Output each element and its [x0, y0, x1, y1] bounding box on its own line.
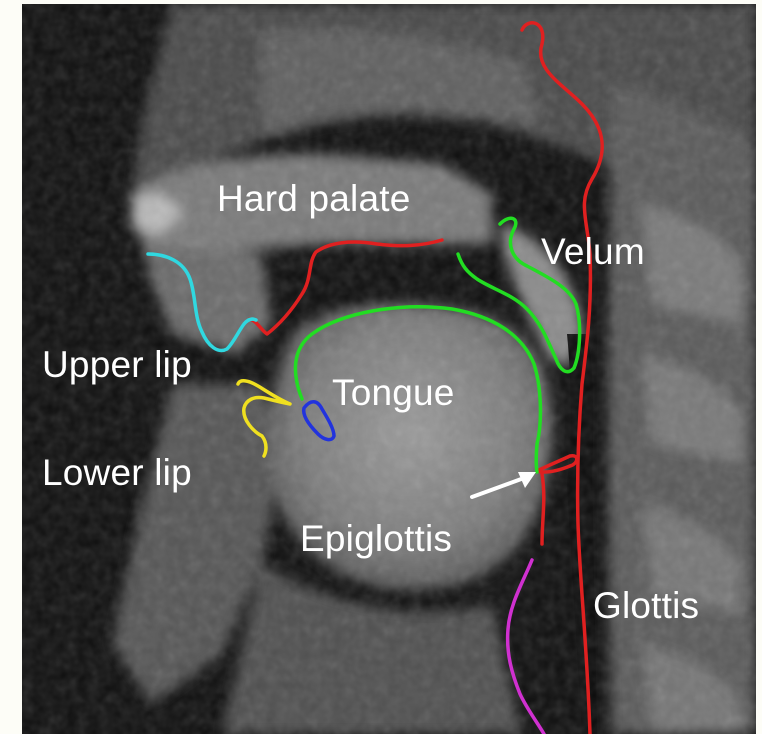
label-velum: Velum	[541, 233, 645, 270]
label-tongue: Tongue	[332, 374, 455, 411]
mri-figure: Hard palate Velum Upper lip Tongue Lower…	[22, 4, 756, 734]
label-hard-palate: Hard palate	[217, 180, 411, 217]
label-upper-lip: Upper lip	[42, 346, 192, 383]
label-epiglottis: Epiglottis	[300, 520, 452, 557]
label-glottis: Glottis	[593, 587, 699, 624]
label-lower-lip: Lower lip	[42, 454, 192, 491]
